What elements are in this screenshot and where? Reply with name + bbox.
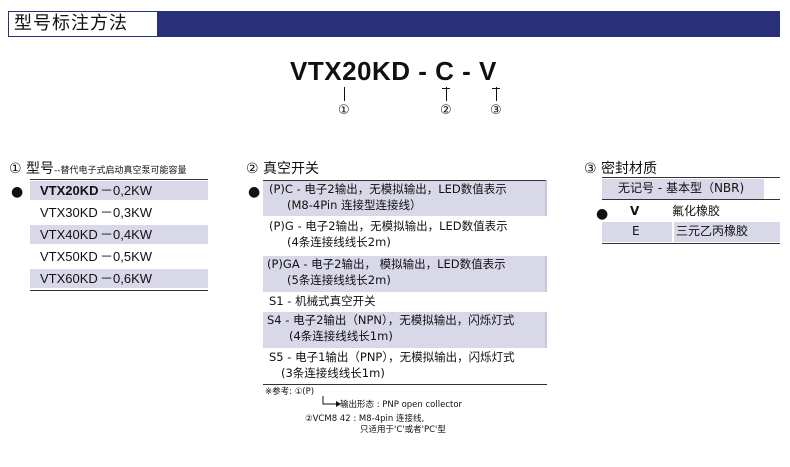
material-label-e: 三元乙丙橡胶 [674, 222, 780, 242]
callout-line-3 [496, 87, 497, 101]
model-name: VTX50KD [40, 249, 98, 264]
model-row-3: VTX40KD －0,4KW [30, 225, 208, 244]
model-name: VTX40KD [40, 227, 98, 242]
switch-option-s4: S4 - 电子2输出（NPN），无模拟输出，闪烁灯式 (4条连接线线长1m) [263, 312, 547, 348]
callout-line-1 [344, 87, 345, 101]
callout-tick-2 [442, 88, 450, 89]
model-subheading: --替代电子式启动真空泵可能容量 [54, 166, 187, 176]
model-table-bottom-rule [30, 290, 208, 291]
callout-number-1: ① [338, 103, 350, 118]
model-capacity: －0,4KW [100, 227, 153, 242]
model-row-1: VTX20KD －0,2KW [30, 181, 208, 200]
switch-option-line2: (4条连接线线长2m) [287, 235, 391, 249]
switch-option-s5: S5 - 电子1输出（PNP），无模拟输出，闪烁灯式 (3条连接线线长1m) [263, 349, 547, 385]
switch-option-line1: (P)GA - 电子2输出， 模拟输出，LED数值表示 [267, 257, 506, 271]
model-table-top-rule [30, 179, 208, 180]
switch-option-line1: (P)C - 电子2输出，无模拟输出，LED数值表示 [269, 182, 507, 196]
callout-tick-3 [492, 88, 500, 89]
model-capacity: －0,6KW [100, 271, 153, 286]
material-table-bottom-rule [602, 243, 780, 244]
selected-bullet-icon: ● [596, 206, 609, 222]
callout-number-3: ③ [490, 103, 502, 118]
model-row-2: VTX30KD －0,3KW [30, 203, 208, 222]
model-heading-text: ① 型号 [9, 161, 55, 177]
note-vcm-line1: ②VCM8 42 : M8-4pin 连接线, [305, 414, 425, 424]
model-capacity: －0,5KW [100, 249, 153, 264]
switch-option-line1: S5 - 电子1输出（PNP），无模拟输出，闪烁灯式 [269, 350, 515, 364]
material-code-v: V [630, 204, 640, 218]
model-name: VTX60KD [40, 271, 98, 286]
material-code-e: E [602, 222, 672, 242]
model-row-4: VTX50KD －0,5KW [30, 247, 208, 266]
note-arrow-icon [322, 396, 341, 407]
model-section-heading: ① 型号--替代电子式启动真空泵可能容量 [9, 160, 187, 180]
material-label: 无记号 - 基本型（NBR) [618, 181, 745, 195]
page-title: 型号标注方法 [14, 13, 128, 34]
switch-option-pc: (P)C - 电子2输出，无模拟输出，LED数值表示 (M8-4Pin 连接型连… [263, 180, 547, 216]
model-capacity: －0,3KW [100, 205, 153, 220]
model-capacity: －0,2KW [100, 183, 153, 198]
switch-option-pg: (P)G - 电子2输出，无模拟输出，LED数值表示 (4条连接线线长2m) [263, 218, 547, 254]
switch-option-line2: (4条连接线线长1m) [289, 329, 393, 343]
model-name: VTX20KD [40, 183, 99, 198]
material-row-basic: 无记号 - 基本型（NBR) [602, 179, 764, 199]
selected-bullet-icon: ● [11, 184, 24, 200]
model-code: VTX20KD - C - V [290, 56, 497, 86]
switch-section-heading: ② 真空开关 [246, 161, 320, 177]
material-section-heading: ③ 密封材质 [584, 161, 658, 177]
note-output-type: 输出形态 : PNP open collector [340, 400, 463, 410]
material-label-v: 氟化橡胶 [672, 204, 721, 218]
switch-option-s1: S1 - 机械式真空开关 [263, 293, 547, 310]
model-name: VTX30KD [40, 205, 98, 220]
material-row-rule [602, 199, 780, 200]
switch-option-line1: S4 - 电子2输出（NPN），无模拟输出，闪烁灯式 [267, 313, 515, 327]
switch-option-line2: (M8-4Pin 连接型连接线） [287, 198, 422, 212]
switch-option-line1: S1 - 机械式真空开关 [269, 294, 376, 308]
callout-line-2 [446, 87, 447, 101]
callout-number-2: ② [440, 103, 452, 118]
selected-bullet-icon: ● [248, 184, 261, 200]
header-title-tab [8, 11, 158, 37]
switch-option-line1: (P)G - 电子2输出，无模拟输出，LED数值表示 [269, 219, 508, 233]
switch-option-line2: (5条连接线线长2m) [287, 273, 391, 287]
switch-option-line2: (3条连接线线长1m) [281, 366, 385, 380]
note-reference: ※参考: ①(P) [265, 387, 315, 397]
material-table-top-rule [602, 177, 780, 178]
switch-option-pga: (P)GA - 电子2输出， 模拟输出，LED数值表示 (5条连接线线长2m) [263, 256, 547, 292]
model-row-5: VTX60KD －0,6KW [30, 269, 208, 288]
note-vcm-line2: 只适用于'C'或者'PC'型 [360, 425, 446, 435]
